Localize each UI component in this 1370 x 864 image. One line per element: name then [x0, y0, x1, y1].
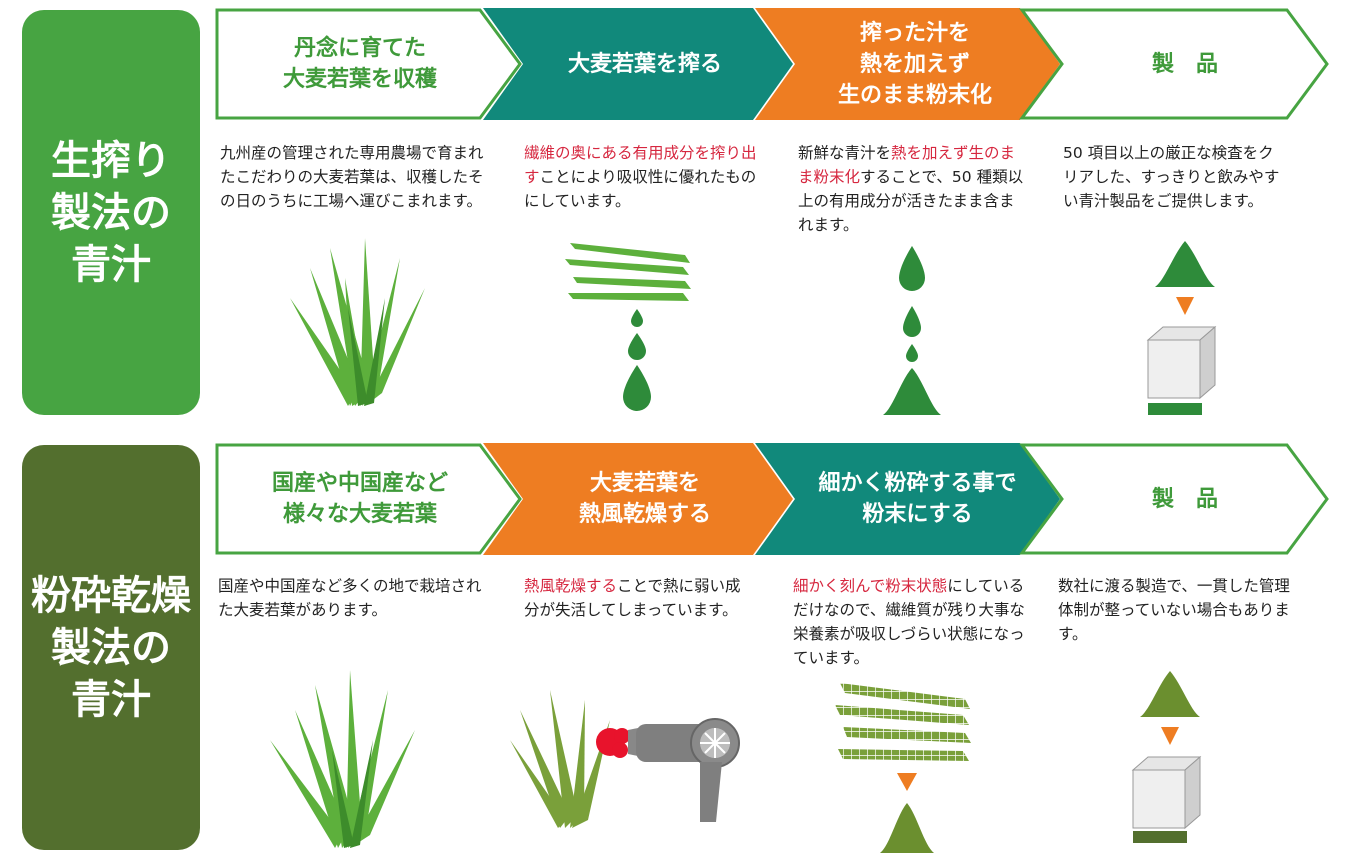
process-arrows — [215, 443, 1329, 555]
row-label-text: 生搾り 製法の 青汁 — [51, 137, 171, 288]
desc-grind: 細かく刻んで粉末状態にしているだけなので、繊維質が残り大事な栄養素が吸収しづらい… — [793, 574, 1025, 670]
drops-to-powder-illustration — [883, 246, 941, 415]
barley-grass-illustration — [270, 670, 415, 848]
desc-various-leaves: 国産や中国産など多くの地で栽培された大麦若葉があります。 — [218, 574, 488, 622]
hair-dryer-icon — [628, 718, 740, 822]
description-text: することで、50 種類以上の有用成分が活きたまま含まれます。 — [798, 168, 1024, 234]
process-flow-fresh: 丹念に育てた 大麦若葉を収穫 大麦若葉を搾る 搾った汁を 熱を加えず 生のまま粉… — [215, 8, 1335, 120]
description-text: 九州産の管理された専用農場で育まれたこだわりの大麦若葉は、収穫したその日のうちに… — [220, 144, 484, 210]
desc-product: 数社に渡る製造で、一貫した管理体制が整っていない場合もあります。 — [1058, 574, 1290, 646]
description-text: 数社に渡る製造で、一貫した管理体制が整っていない場合もあります。 — [1058, 577, 1290, 643]
desc-powderize-raw: 新鮮な青汁を熱を加えず生のまま粉末化することで、50 種類以上の有用成分が活きた… — [798, 141, 1026, 237]
row-label-fresh-squeezed: 生搾り 製法の 青汁 — [22, 10, 200, 415]
highlighted-text: 熱を加えず生のまま粉末化 — [798, 144, 1016, 186]
highlighted-text: 熱風乾燥する — [524, 577, 618, 595]
step-product: 製 品 — [1151, 51, 1218, 77]
step-product: 製 品 — [1151, 486, 1218, 512]
product-box-illustration — [1131, 671, 1202, 843]
squeezed-leaves-drops-illustration — [565, 243, 691, 411]
highlighted-text: 細かく刻んで粉末状態 — [793, 577, 948, 595]
step-grind: 細かく粉砕する事で 粉末にする — [818, 471, 1017, 527]
desc-harvest: 九州産の管理された専用農場で育まれたこだわりの大麦若葉は、収穫したその日のうちに… — [220, 141, 485, 213]
hot-air-drying-illustration — [510, 690, 740, 828]
step-harvest: 丹念に育てた 大麦若葉を収穫 — [282, 36, 437, 92]
row-label-text: 粉砕乾燥 製法の 青汁 — [31, 572, 191, 723]
description-text: ことにより吸収性に優れたものにしています。 — [524, 168, 757, 210]
process-flow-dried: 国産や中国産など 様々な大麦若葉 大麦若葉を 熱風乾燥する 細かく粉砕する事で … — [215, 443, 1335, 555]
process-arrows — [215, 8, 1329, 120]
chopped-leaves-powder-illustration — [835, 683, 971, 853]
product-box-illustration — [1146, 241, 1217, 415]
description-text: 新鮮な青汁を — [798, 144, 892, 162]
description-text: 国産や中国産など多くの地で栽培された大麦若葉があります。 — [218, 577, 482, 619]
row-label-crush-dry: 粉砕乾燥 製法の 青汁 — [22, 445, 200, 850]
step-various-leaves: 国産や中国産など 様々な大麦若葉 — [271, 471, 448, 527]
barley-grass-illustration — [290, 238, 425, 406]
description-text: 50 項目以上の厳正な検査をクリアした、すっきりと飲みやすい青汁製品をご提供しま… — [1063, 144, 1280, 210]
desc-product: 50 項目以上の厳正な検査をクリアした、すっきりと飲みやすい青汁製品をご提供しま… — [1063, 141, 1288, 213]
description-text: ことで熱に弱い成分が失活してしまっています。 — [524, 577, 741, 619]
step-powderize-raw: 搾った汁を 熱を加えず 生のまま粉末化 — [837, 20, 992, 108]
step-squeeze: 大麦若葉を搾る — [567, 51, 722, 77]
step-hot-air-dry: 大麦若葉を 熱風乾燥する — [578, 471, 711, 527]
desc-hot-air-dry: 熱風乾燥することで熱に弱い成分が失活してしまっています。 — [524, 574, 756, 622]
description-text: にしているだけなので、繊維質が残り大事な栄養素が吸収しづらい状態になっています。 — [793, 577, 1025, 667]
highlighted-text: 繊維の奥にある有用成分を搾り出す — [524, 144, 757, 186]
desc-squeeze: 繊維の奥にある有用成分を搾り出すことにより吸収性に優れたものにしています。 — [524, 141, 759, 213]
